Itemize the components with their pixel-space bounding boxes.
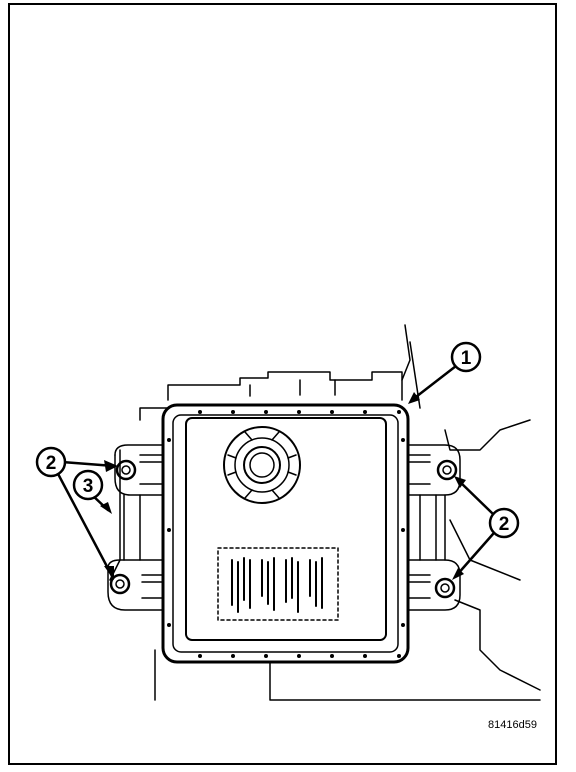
- callout-label: 2: [46, 453, 57, 474]
- connector-socket: [223, 426, 301, 504]
- barcode-label: [217, 547, 339, 621]
- right-mounting-bracket: [407, 444, 461, 611]
- callout-label: 3: [83, 476, 94, 497]
- figure-frame: [8, 3, 557, 765]
- figure-id: 81416d59: [488, 719, 537, 731]
- callout-2-right: 2: [488, 507, 520, 539]
- callout-3: 3: [72, 469, 104, 501]
- callout-1: 1: [450, 341, 482, 373]
- ecm-housing: [161, 403, 410, 664]
- arrowheads: [100, 392, 466, 580]
- background-structure: [109, 324, 541, 701]
- barcode-lines: [231, 557, 323, 613]
- mounting-nuts: [109, 459, 458, 599]
- callout-2-left: 2: [35, 446, 67, 478]
- callout-label: 1: [461, 348, 472, 369]
- callout-label: 2: [499, 514, 510, 535]
